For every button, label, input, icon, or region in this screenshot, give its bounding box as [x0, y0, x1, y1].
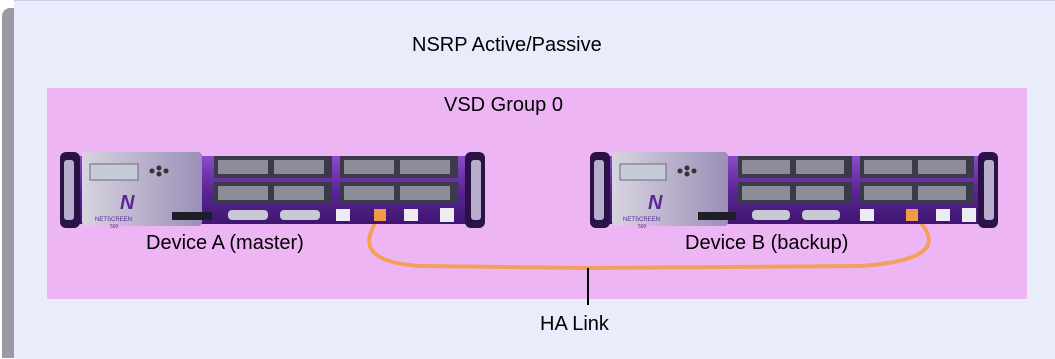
firewall-device-a-icon: N NETSCREEN 500 — [60, 152, 485, 230]
svg-text:N: N — [120, 192, 135, 214]
diagram-title: NSRP Active/Passive — [412, 34, 602, 56]
ha-link-path — [367, 212, 931, 271]
firewall-device-b-icon: N NETSCREEN 500 — [590, 152, 998, 230]
svg-text:NETSCREEN: NETSCREEN — [623, 217, 660, 223]
svg-text:N: N — [648, 192, 663, 214]
device-a-label: Device A (master) — [144, 232, 306, 255]
svg-text:500: 500 — [110, 224, 119, 230]
ha-link-label: HA Link — [540, 313, 609, 335]
device-b-label: Device B (backup) — [683, 232, 851, 255]
svg-text:500: 500 — [638, 224, 647, 230]
vsd-group-label: VSD Group 0 — [444, 94, 563, 116]
svg-text:NETSCREEN: NETSCREEN — [95, 217, 132, 223]
